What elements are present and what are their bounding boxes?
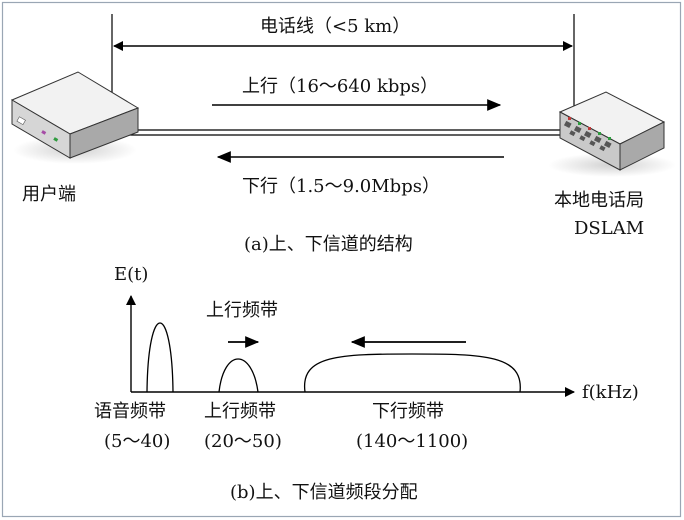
y-axis-label: E(t) (114, 264, 148, 285)
voice-band-range: (5～40) (104, 431, 170, 452)
upstream-label: 上行（16～640 kbps） (242, 76, 438, 97)
upstream-band-label: 上行频带 (204, 401, 276, 422)
x-axis-label: f(kHz) (582, 382, 639, 403)
phone-line-label: 电话线（<5 km） (260, 16, 410, 37)
central-office-label: 本地电话局 (554, 190, 644, 211)
downstream-band-range: (140～1100) (356, 431, 468, 452)
caption-a: (a)上、下信道的结构 (244, 234, 413, 255)
dslam-device-icon (548, 91, 676, 177)
downstream-label: 下行（1.5～9.0Mbps） (242, 176, 440, 197)
upstream-band-title: 上行频带 (206, 300, 278, 321)
upstream-band-range: (20～50) (204, 431, 282, 452)
caption-b: (b)上、下信道频段分配 (230, 482, 418, 503)
upstream-band-curve (218, 358, 259, 393)
downstream-band-label: 下行频带 (372, 401, 444, 422)
voice-band-curve (146, 322, 174, 393)
dslam-label: DSLAM (574, 218, 644, 239)
dslam-ports (563, 117, 612, 152)
user-modem-icon (10, 71, 140, 164)
voice-band-label: 语音频带 (94, 401, 166, 422)
user-side-label: 用户端 (22, 184, 76, 205)
downstream-band-curve (303, 353, 521, 393)
